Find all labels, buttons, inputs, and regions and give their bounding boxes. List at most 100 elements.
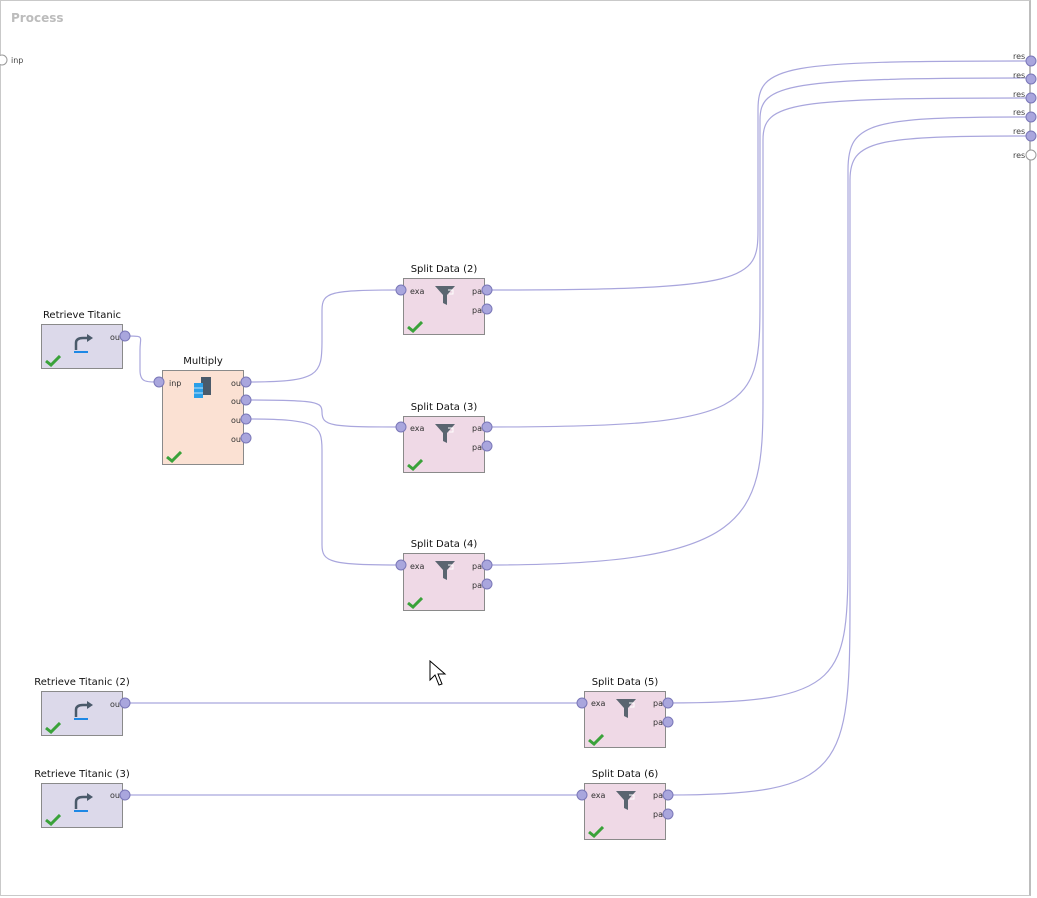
funnel-icon (435, 286, 455, 305)
connection-split2-res1 (487, 60, 1031, 291)
port-label-out: out (231, 379, 245, 388)
operator-title: Retrieve Titanic (42, 310, 122, 321)
checkmark-icon (588, 826, 604, 838)
process-title: Process (11, 11, 64, 25)
checkmark-icon (588, 734, 604, 746)
connection-split4-res3 (487, 97, 1031, 566)
connection-split5-res4 (667, 116, 1031, 704)
checkmark-icon (166, 451, 182, 463)
output-port[interactable] (119, 789, 131, 801)
funnel-icon (435, 561, 455, 580)
checkmark-icon (407, 459, 423, 471)
result-label-6: res (1013, 151, 1026, 160)
operator-retrieve-titanic[interactable]: out (41, 324, 123, 369)
connection-split6-res5 (667, 135, 1031, 796)
checkmark-icon (45, 355, 61, 367)
operator-split-data-5[interactable]: exa par par (584, 691, 666, 748)
input-port[interactable] (395, 284, 407, 296)
port-label-exa: exa (410, 562, 425, 571)
checkmark-icon (407, 597, 423, 609)
output-port[interactable] (481, 421, 493, 433)
port-label-par: par (653, 810, 667, 819)
result-label-2: res (1013, 71, 1026, 80)
checkmark-icon (45, 722, 61, 734)
connection-split3-res2 (487, 77, 1031, 428)
retrieve-arrow-icon (74, 701, 93, 720)
output-port[interactable] (240, 432, 252, 444)
output-port[interactable] (119, 330, 131, 342)
output-port[interactable] (481, 559, 493, 571)
port-label-par: par (653, 791, 667, 800)
result-port-6 (1025, 149, 1037, 161)
operator-split-data-3[interactable]: exa par par (403, 416, 485, 473)
retrieve-arrow-icon (74, 334, 93, 353)
operator-retrieve-titanic-3[interactable]: out (41, 783, 123, 828)
operator-title: Multiply (183, 356, 223, 367)
input-port[interactable] (576, 697, 588, 709)
result-port-5 (1025, 130, 1037, 142)
connection-multiply-split2 (246, 289, 401, 383)
port-label-par: par (653, 718, 667, 727)
operator-title: Retrieve Titanic (2) (34, 677, 130, 688)
output-port[interactable] (240, 376, 252, 388)
input-port[interactable] (153, 376, 165, 388)
output-port[interactable] (481, 284, 493, 296)
result-label-4: res (1013, 108, 1026, 117)
operator-retrieve-titanic-2[interactable]: out (41, 691, 123, 736)
port-label-par: par (472, 306, 486, 315)
funnel-icon (616, 791, 636, 810)
input-port[interactable] (395, 421, 407, 433)
port-label-out: out (231, 416, 245, 425)
output-port[interactable] (481, 440, 493, 452)
input-port[interactable] (395, 559, 407, 571)
operator-title: Retrieve Titanic (3) (34, 769, 130, 780)
mouse-cursor-icon (429, 660, 447, 686)
process-input-label: inp (11, 56, 24, 65)
multiply-copy-icon (194, 377, 211, 398)
output-port[interactable] (481, 578, 493, 590)
port-label-par: par (472, 287, 486, 296)
operator-title: Split Data (5) (591, 677, 659, 688)
operator-split-data-4[interactable]: exa par par (403, 553, 485, 611)
operator-title: Split Data (2) (410, 264, 478, 275)
output-port[interactable] (662, 808, 674, 820)
output-port[interactable] (119, 697, 131, 709)
result-port-1 (1025, 55, 1037, 67)
port-label-exa: exa (591, 699, 606, 708)
port-label-out: out (110, 700, 124, 709)
retrieve-arrow-icon (74, 793, 93, 812)
operator-split-data-6[interactable]: exa par par (584, 783, 666, 840)
port-label-par: par (653, 699, 667, 708)
output-port[interactable] (240, 413, 252, 425)
result-port-2 (1025, 73, 1037, 85)
port-label-par: par (472, 562, 486, 571)
port-label-exa: exa (410, 424, 425, 433)
port-label-out: out (231, 435, 245, 444)
output-port[interactable] (662, 697, 674, 709)
output-port[interactable] (240, 394, 252, 406)
funnel-icon (616, 699, 636, 718)
output-port[interactable] (662, 789, 674, 801)
port-label-par: par (472, 581, 486, 590)
operator-title: Split Data (4) (410, 539, 478, 550)
result-port-3 (1025, 92, 1037, 104)
port-label-exa: exa (591, 791, 606, 800)
connection-retrieve1-multiply (126, 335, 160, 383)
port-label-par: par (472, 424, 486, 433)
input-port[interactable] (576, 789, 588, 801)
process-input-port (0, 54, 8, 66)
operator-multiply[interactable]: inp out out out out (162, 370, 244, 465)
funnel-icon (435, 424, 455, 443)
port-label-inp: inp (169, 379, 182, 388)
checkmark-icon (45, 814, 61, 826)
operator-split-data-2[interactable]: exa par par (403, 278, 485, 335)
operator-title: Split Data (3) (410, 402, 478, 413)
output-port[interactable] (481, 303, 493, 315)
operator-title: Split Data (6) (591, 769, 659, 780)
connection-multiply-split3 (246, 399, 401, 428)
output-port[interactable] (662, 716, 674, 728)
result-port-4 (1025, 111, 1037, 123)
